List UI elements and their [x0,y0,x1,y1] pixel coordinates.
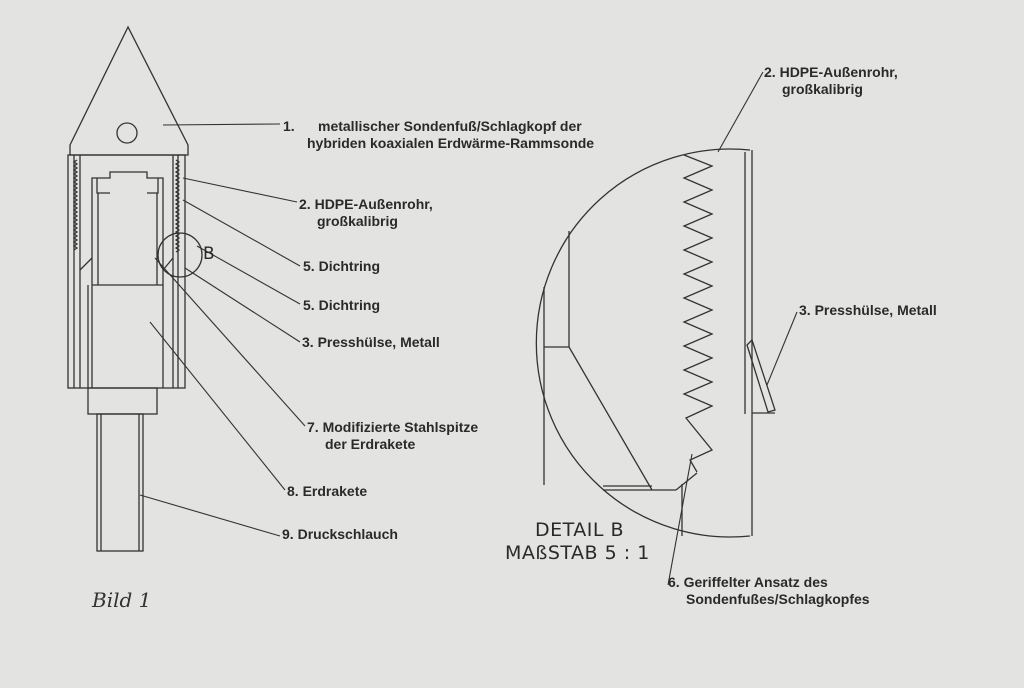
label-text: großkalibrig [782,81,863,97]
label-number: 3. [799,302,811,318]
figure-label: Bild 1 [92,588,152,612]
label-text: Modifizierte Stahlspitze [322,419,479,435]
label-text: Dichtring [318,258,381,274]
steel-tip [91,171,164,388]
label-text: hybriden koaxialen Erdwärme-Rammsonde [307,135,595,151]
detail-scale: MAßSTAB 5 : 1 [505,542,650,564]
label-text: Geriffelter Ansatz des [683,574,828,590]
label-text: HDPE-Außenrohr, [779,64,898,80]
label-number: 6. [668,574,680,590]
label-number: 1. [283,118,295,134]
label-number: 5. [303,297,315,313]
label-text: HDPE-Außenrohr, [314,196,433,212]
earth-rocket [87,387,158,415]
detail-label-3: 3. Presshülse, Metall [799,302,937,319]
label-text: Druckschlauch [297,526,398,542]
probe-tip-hole [116,122,138,144]
detail-marker: B [203,244,216,264]
label-text: der Erdrakete [325,436,416,452]
pressure-hose [96,413,144,552]
detail-label-2: 2. HDPE-Außenrohr,großkalibrig [764,64,898,98]
label-text: Presshülse, Metall [814,302,937,318]
leader-lines [139,123,306,537]
label-3: 3. Presshülse, Metall [302,334,440,351]
label-text: Sondenfußes/Schlagkopfes [686,591,870,607]
label-number: 2. [299,196,311,212]
label-text: großkalibrig [317,213,398,229]
label-text: metallischer Sondenfuß/Schlagkopf der [318,118,582,134]
label-5b: 5. Dichtring [303,297,380,314]
label-text: Presshülse, Metall [317,334,440,350]
detail-press-sleeve [746,338,776,413]
label-text: Dichtring [318,297,381,313]
label-number: 7. [307,419,319,435]
label-5a: 5. Dichtring [303,258,380,275]
probe-tip-cone [69,25,189,156]
detail-title: DETAIL B [535,519,625,541]
label-number: 9. [282,526,294,542]
label-9: 9. Druckschlauch [282,526,398,543]
label-2: 2. HDPE-Außenrohr,großkalibrig [299,196,433,230]
detail-b-drawing [535,71,798,586]
label-number: 8. [287,483,299,499]
detail-b-circle [157,232,203,278]
label-number: 3. [302,334,314,350]
label-text: Erdrakete [302,483,368,499]
label-number: 2. [764,64,776,80]
label-number: 5. [303,258,315,274]
probe-cross-section [67,25,203,552]
label-8: 8. Erdrakete [287,483,367,500]
label-1: 1. metallischer Sondenfuß/Schlagkopf der… [283,118,594,151]
detail-serration [682,154,714,473]
